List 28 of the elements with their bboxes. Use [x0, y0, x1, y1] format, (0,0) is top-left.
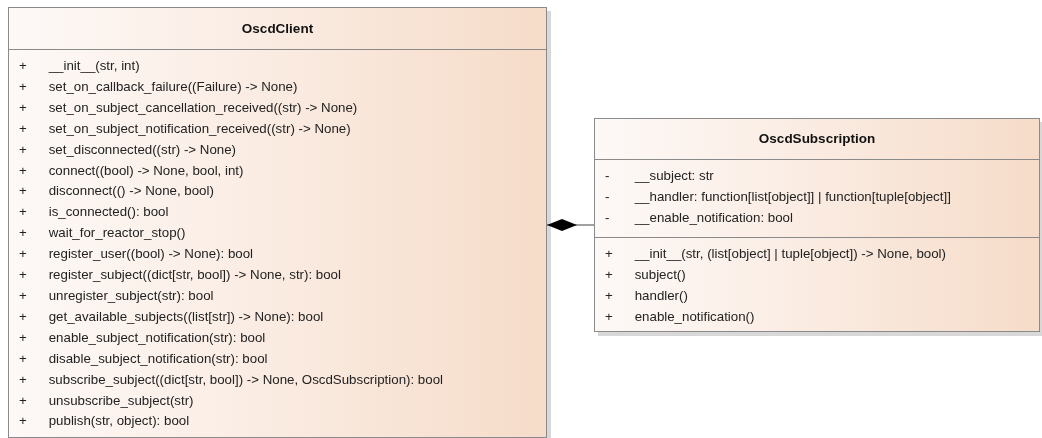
member-text: - __subject: str	[604, 167, 714, 185]
member-text: + register_subject((dict[str, bool]) -> None, str): bool	[18, 266, 341, 285]
member-text: + subscribe_subject((dict[str, bool]) -> None, OscdSubscription): bool	[18, 370, 443, 389]
member-text: + subject()	[604, 265, 686, 284]
member-text: + unsubscribe_subject(str)	[18, 391, 194, 410]
member-text: + disable_subject_notification(str): bool	[18, 349, 268, 368]
member-text: + __init__(str, (list[object] | tuple[object]) -> None, bool)	[604, 245, 946, 263]
member-text: + wait_for_reactor_stop()	[18, 224, 186, 243]
composition-connector	[546, 219, 595, 231]
member-text: + set_on_callback_failure((Failure) -> None)	[18, 77, 298, 96]
member-text: + connect((bool) -> None, bool, int)	[18, 161, 244, 180]
class-name: OscdClient	[240, 20, 315, 38]
member-text: + unregister_subject(str): bool	[18, 286, 214, 305]
member-text: - __enable_notification: bool	[604, 208, 793, 227]
member-text: + is_connected(): bool	[18, 203, 169, 222]
member-text: + __init__(str, int)	[18, 57, 140, 75]
member-text: + set_disconnected((str) -> None)	[18, 140, 237, 159]
member-text: + register_user((bool) -> None): bool	[18, 245, 254, 264]
member-text: + set_on_subject_notification_received((str) -> None)	[18, 119, 351, 138]
class-name: OscdSubscription	[757, 130, 877, 148]
member-text: - __handler: function[list[object]] | function[tuple[object]]	[604, 187, 951, 206]
member-text: + get_available_subjects((list[str]) -> None): bool	[18, 307, 324, 326]
member-text: + enable_subject_notification(str): bool	[18, 328, 266, 347]
member-text: + set_on_subject_cancellation_received((str) -> None)	[18, 98, 358, 117]
member-text: + disconnect(() -> None, bool)	[18, 182, 214, 201]
member-text: + publish(str, object): bool	[18, 412, 190, 431]
member-text: + handler()	[604, 286, 688, 305]
member-text: + enable_notification()	[604, 307, 755, 326]
